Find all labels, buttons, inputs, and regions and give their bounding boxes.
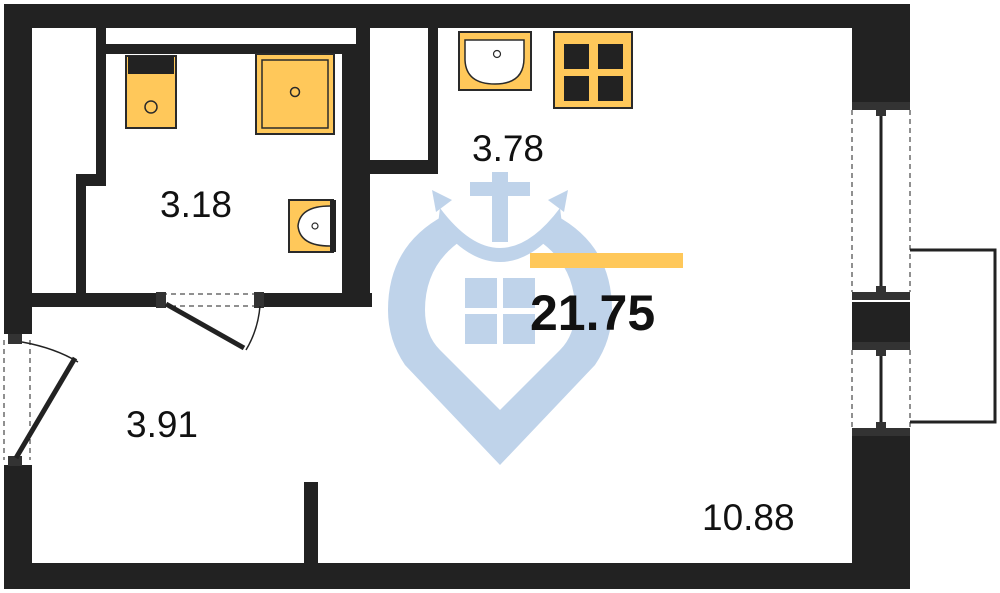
toilet-icon bbox=[125, 55, 177, 129]
shower-tray-icon bbox=[255, 53, 335, 135]
total-area: 21.75 bbox=[530, 285, 655, 341]
room-area-hallway: 3.91 bbox=[126, 404, 198, 445]
room-area-kitchen: 3.78 bbox=[472, 128, 544, 169]
kitchen-sink-icon bbox=[458, 31, 532, 91]
room-area-living-room: 10.88 bbox=[702, 497, 795, 538]
room-area-bathroom: 3.18 bbox=[160, 184, 232, 225]
anchor-logo-icon bbox=[388, 172, 612, 465]
balcony-outline bbox=[910, 248, 997, 424]
sink-icon bbox=[288, 199, 336, 253]
bathroom-door bbox=[156, 292, 264, 351]
walls bbox=[4, 4, 910, 589]
entrance-door bbox=[3, 334, 79, 466]
stove-icon bbox=[553, 31, 633, 109]
total-area-accent-bar bbox=[530, 253, 683, 268]
window-upper bbox=[851, 102, 911, 300]
window-lower bbox=[851, 342, 911, 436]
